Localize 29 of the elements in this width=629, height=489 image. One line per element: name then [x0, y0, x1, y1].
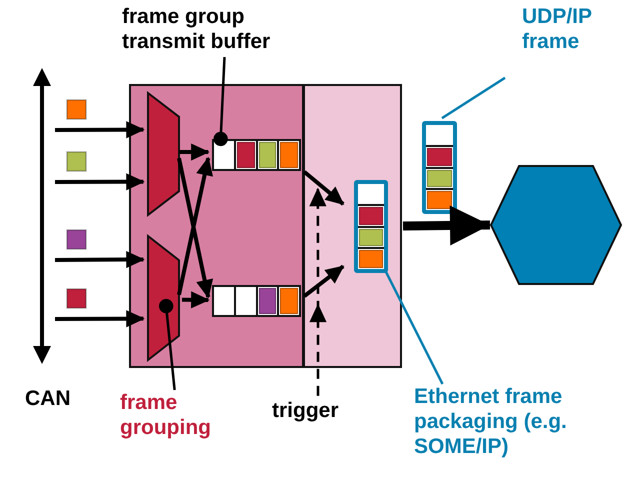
arrow	[303, 264, 344, 298]
leader-line	[441, 76, 506, 120]
leader-line	[214, 56, 228, 146]
callout-label: frame grouping	[120, 390, 260, 440]
arrow	[54, 251, 145, 268]
bus-label: CAN	[25, 386, 70, 411]
callout-label: Ethernet frame packaging (e.g. SOME/IP)	[414, 384, 604, 459]
gateway-panel	[129, 84, 304, 368]
arrow	[55, 173, 145, 190]
arrow	[182, 291, 210, 308]
packaging-panel	[303, 84, 402, 368]
callout-label: UDP/IP frame	[522, 4, 622, 54]
leader-line	[158, 298, 176, 390]
arrow	[303, 170, 344, 206]
arrow	[55, 121, 145, 138]
arrow	[55, 310, 145, 328]
callout-label: frame group transmit buffer	[122, 4, 327, 54]
buffer-row	[212, 285, 301, 317]
buffer-row	[212, 139, 301, 171]
callout-label: trigger	[272, 398, 372, 423]
leader-line	[384, 271, 444, 385]
multiplexer-symbol	[147, 92, 180, 216]
frame-stack	[422, 121, 457, 214]
arrow	[402, 205, 490, 246]
arrow	[179, 143, 210, 161]
multiplexer-symbol	[147, 235, 180, 361]
frame-stack	[354, 180, 388, 273]
dashed-arrow	[309, 188, 326, 396]
hexagon	[490, 165, 622, 285]
